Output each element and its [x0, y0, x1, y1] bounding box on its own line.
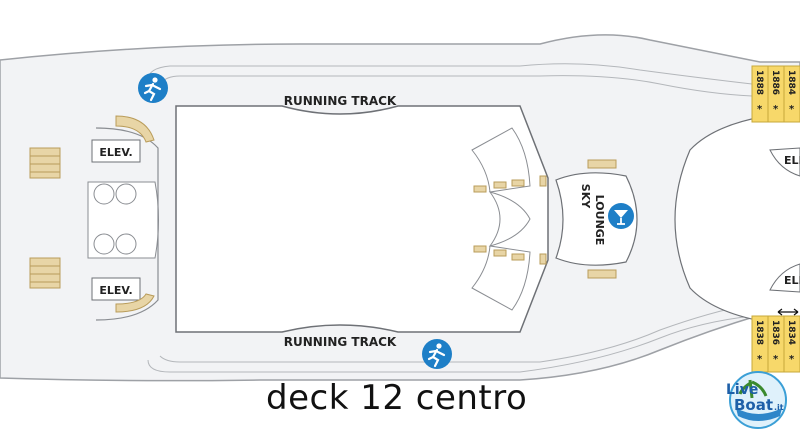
elevator-label-right-bottom: ELE	[784, 274, 800, 287]
liveboat-logo: Live Boat .it	[726, 371, 787, 429]
left-lobby	[87, 181, 159, 259]
cabin-number: 1838	[754, 320, 764, 345]
cabin-number: 1886	[770, 70, 780, 95]
promenade-track	[147, 63, 753, 85]
stairs-curved-bottom	[115, 293, 155, 313]
sky-lounge-area	[555, 172, 638, 266]
cabins-top	[751, 65, 800, 123]
cabin-number: 1836	[770, 320, 780, 345]
deck-caption: deck 12 centro	[266, 378, 528, 418]
cabin-mark: *	[757, 354, 763, 365]
jogging-icon	[138, 73, 168, 103]
stair-blocks	[473, 175, 547, 265]
cabin-mark: *	[789, 104, 795, 115]
svg-text:Boat: Boat	[734, 396, 773, 414]
elevator-top	[91, 139, 141, 163]
jogging-icon	[422, 339, 452, 369]
svg-text:.it: .it	[774, 403, 784, 412]
elevator-bottom	[91, 277, 141, 301]
stairs-curved-top	[115, 115, 155, 143]
elevator-label-top: ELEV.	[99, 146, 132, 159]
elevator-label-right-top: ELE	[784, 154, 800, 167]
cabin-mark: *	[773, 354, 779, 365]
elevator-label-bottom: ELEV.	[99, 284, 132, 297]
cabin-number: 1884	[786, 70, 796, 95]
double-arrow-icon	[777, 308, 799, 316]
cabin-mark: *	[789, 354, 795, 365]
cocktail-icon	[608, 203, 634, 229]
forward-rotunda	[674, 111, 800, 327]
sky-lounge-label: SKY	[579, 184, 592, 209]
running-track-label-top: RUNNING TRACK	[284, 94, 397, 108]
cabin-mark: *	[757, 104, 763, 115]
running-track-label-bottom: RUNNING TRACK	[284, 335, 397, 349]
cabins-bottom	[751, 315, 800, 373]
cabin-mark: *	[773, 104, 779, 115]
svg-text:Live: Live	[726, 382, 758, 398]
cabin-number: 1888	[754, 70, 764, 95]
stairs-left-bottom	[29, 257, 61, 289]
central-open-area	[175, 105, 549, 333]
cabin-number: 1834	[786, 320, 796, 345]
stairs-left-top	[29, 147, 61, 179]
sky-lounge-label: LOUNGE	[593, 195, 606, 246]
